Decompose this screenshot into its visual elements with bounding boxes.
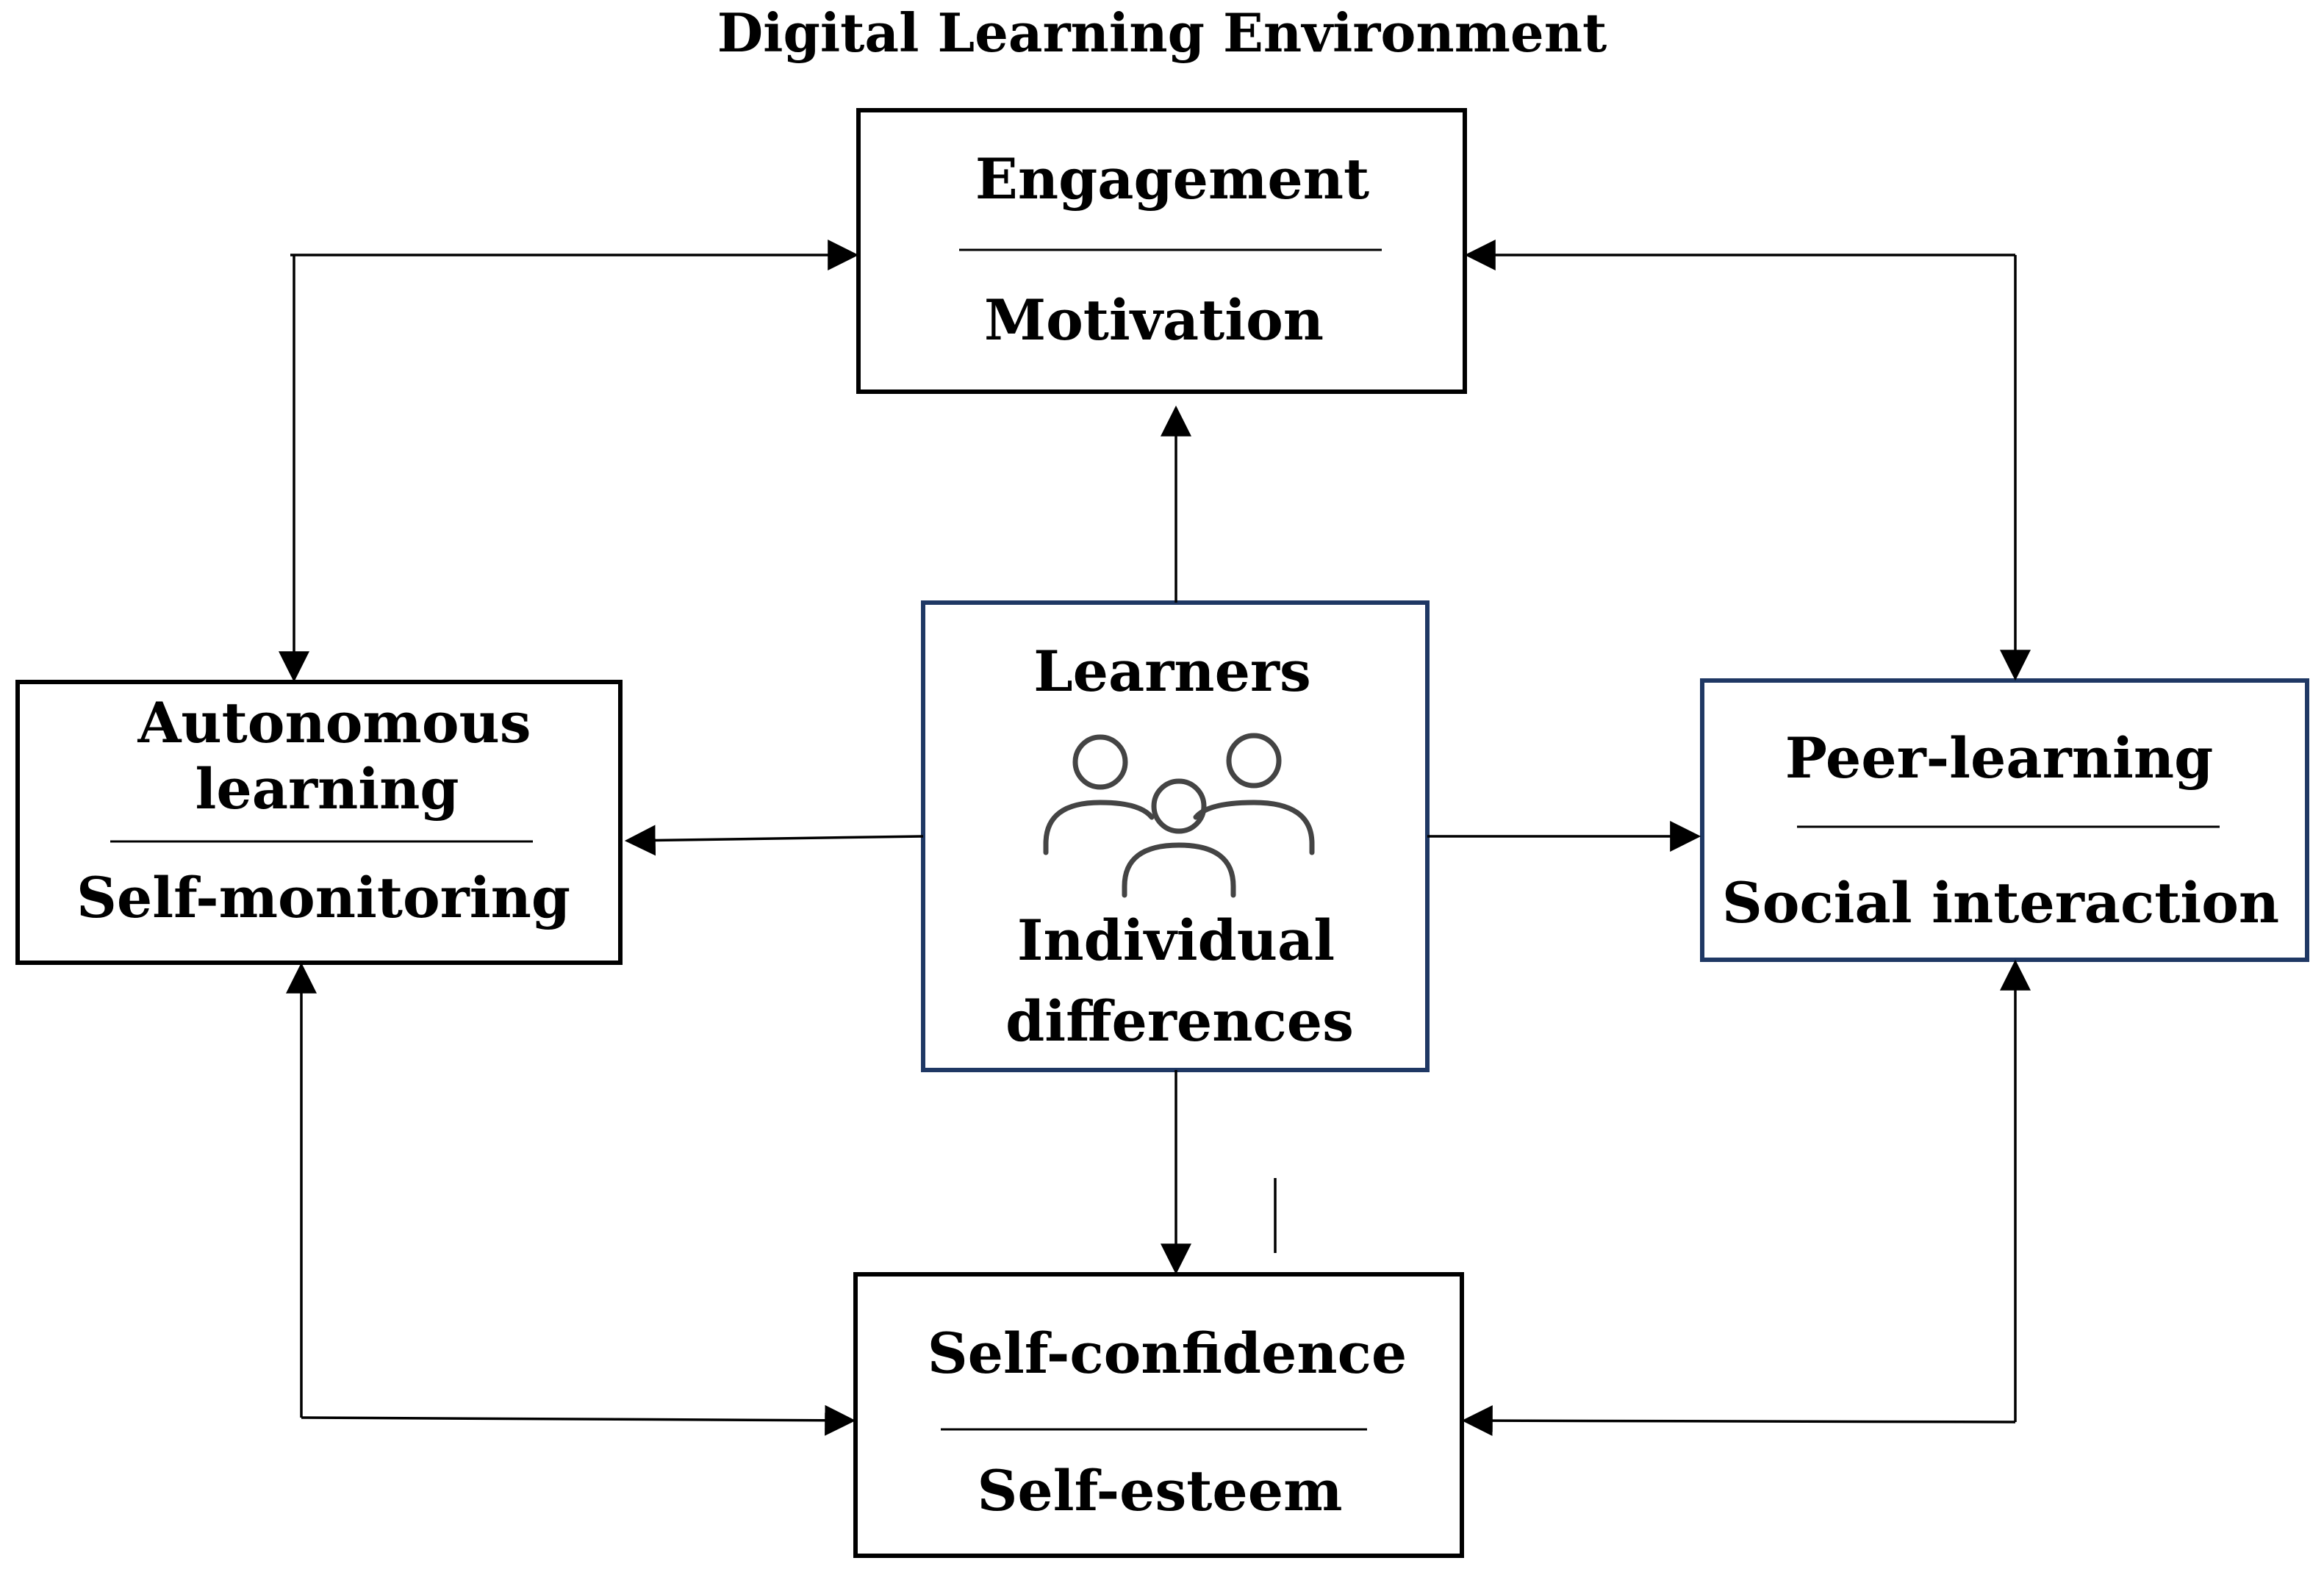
motivation-label: Motivation (984, 287, 1324, 353)
learners-label: Learners (1033, 639, 1311, 704)
box-peer-learning: Peer-learning Social interaction (1700, 678, 2309, 962)
box-self-confidence: Self-confidence Self-esteem (853, 1272, 1464, 1558)
people-group-icon (1043, 733, 1315, 898)
individual-label-line1: Individual (1017, 908, 1335, 973)
diagram-title: Digital Learning Environment (717, 1, 1607, 64)
box-learners: Learners Individual differences (921, 600, 1430, 1072)
box-autonomous-learning: Autonomous learning Self-monitoring (15, 680, 623, 965)
arrow-to-self-confidence-from-left (301, 1404, 856, 1436)
box-engagement: Engagement Motivation (856, 108, 1467, 394)
peer-learning-label: Peer-learning (1785, 725, 2213, 791)
self-esteem-label: Self-esteem (977, 1458, 1342, 1523)
differences-label-line2: differences (1005, 988, 1354, 1054)
self-confidence-label: Self-confidence (928, 1321, 1407, 1386)
arrow-to-self-confidence-from-right (1461, 1405, 2016, 1437)
arrow-center-to-autonomous (624, 825, 924, 856)
autonomous-label-line1: Autonomous (137, 690, 531, 755)
engagement-label: Engagement (975, 146, 1369, 212)
social-interaction-label: Social interaction (1722, 870, 2279, 936)
autonomous-label-line2: learning (195, 756, 459, 822)
self-monitoring-label: Self-monitoring (76, 865, 570, 930)
